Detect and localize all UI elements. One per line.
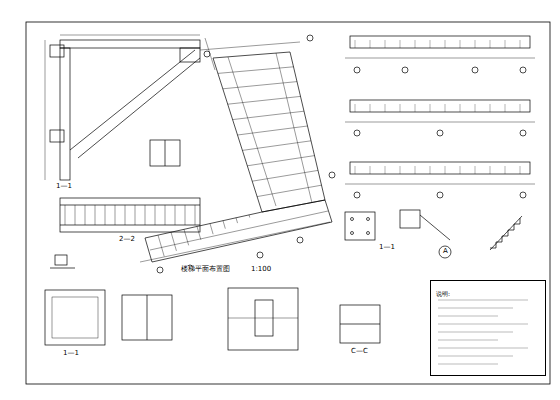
hatch-stroke — [490, 40, 491, 48]
hatch-stroke — [165, 205, 166, 225]
hatch-stroke — [445, 104, 446, 112]
hatch-stroke — [247, 156, 314, 166]
hatch-stroke — [475, 166, 476, 174]
hatch-stroke — [223, 82, 297, 89]
drawing-label: 2—2 — [118, 236, 136, 243]
notes-heading: 说明: — [435, 291, 451, 297]
hatch-stroke — [415, 104, 416, 112]
hatch-stroke — [65, 205, 66, 225]
hatch-stroke — [95, 205, 96, 225]
hatch-stroke — [238, 126, 308, 135]
drawing-label: 1—1 — [62, 350, 80, 357]
hatch-stroke — [520, 166, 521, 174]
hatch-stroke — [370, 40, 371, 48]
hatch-stroke — [460, 166, 461, 174]
hatch-stroke — [520, 104, 521, 112]
hatch-stroke — [171, 232, 176, 251]
hatch-stroke — [249, 215, 251, 218]
drawing-label: C—C — [350, 348, 369, 355]
hatch-stroke — [355, 40, 356, 48]
hatch-stroke — [460, 104, 461, 112]
hatch-stroke — [400, 40, 401, 48]
column-detail — [45, 35, 210, 180]
hatch-stroke — [385, 40, 386, 48]
hatch-stroke — [105, 205, 106, 225]
hatch-stroke — [438, 300, 528, 301]
hatch-stroke — [445, 40, 446, 48]
hatch-stroke — [75, 205, 76, 225]
hatch-stroke — [155, 205, 156, 225]
drawing-label: 1—1 — [378, 244, 396, 251]
hatch-stroke — [438, 340, 498, 341]
hatch-stroke — [415, 40, 416, 48]
stair-section-plan — [60, 198, 200, 232]
drawing-label: 楼梯平面布置图 — [180, 266, 231, 273]
hatch-stroke — [252, 170, 318, 181]
hatch-stroke — [438, 324, 528, 325]
hatch-stroke — [415, 166, 416, 174]
hatch-stroke — [505, 104, 506, 112]
drawing-label: 1—1 — [55, 183, 73, 190]
hatch-stroke — [175, 205, 176, 225]
hatch-stroke — [505, 40, 506, 48]
hatch-stroke — [195, 205, 196, 225]
hatch-stroke — [460, 40, 461, 48]
hatch-stroke — [385, 166, 386, 174]
hatch-stroke — [438, 364, 498, 365]
hatch-stroke — [505, 166, 506, 174]
hatch-stroke — [400, 104, 401, 112]
hatch-stroke — [236, 218, 238, 223]
hatch-stroke — [445, 166, 446, 174]
drawing-label: A — [442, 248, 449, 255]
drawing-label: 1:100 — [250, 266, 272, 273]
hatch-stroke — [430, 166, 431, 174]
hatch-stroke — [490, 104, 491, 112]
hatch-stroke — [185, 205, 186, 225]
beam-elevations — [345, 36, 535, 198]
hatch-stroke — [520, 40, 521, 48]
hatch-stroke — [233, 111, 304, 119]
hatch-stroke — [158, 235, 164, 256]
hatch-stroke — [438, 332, 513, 333]
hatch-stroke — [438, 356, 513, 357]
hatch-stroke — [400, 166, 401, 174]
hatch-stroke — [355, 166, 356, 174]
stair-plan — [140, 35, 335, 273]
hatch-stroke — [223, 221, 225, 229]
hatch-stroke — [184, 229, 189, 245]
hatch-stroke — [145, 205, 146, 225]
hatch-stroke — [430, 40, 431, 48]
hatch-stroke — [370, 104, 371, 112]
hatch-stroke — [438, 308, 513, 309]
hatch-stroke — [135, 205, 136, 225]
hatch-stroke — [218, 67, 294, 74]
hatch-stroke — [475, 40, 476, 48]
hatch-stroke — [438, 348, 528, 349]
hatch-stroke — [228, 96, 301, 104]
hatch-stroke — [85, 205, 86, 225]
hatch-stroke — [125, 205, 126, 225]
notes-box: 说明: — [430, 280, 546, 376]
hatch-stroke — [475, 104, 476, 112]
hatch-stroke — [257, 185, 321, 196]
hatch-stroke — [242, 141, 311, 151]
hatch-stroke — [370, 166, 371, 174]
hatch-stroke — [210, 224, 213, 235]
hatch-stroke — [197, 226, 201, 239]
hatch-stroke — [355, 104, 356, 112]
hatch-stroke — [115, 205, 116, 225]
hatch-stroke — [430, 104, 431, 112]
hatch-stroke — [385, 104, 386, 112]
hatch-stroke — [490, 166, 491, 174]
hatch-stroke — [438, 316, 498, 317]
